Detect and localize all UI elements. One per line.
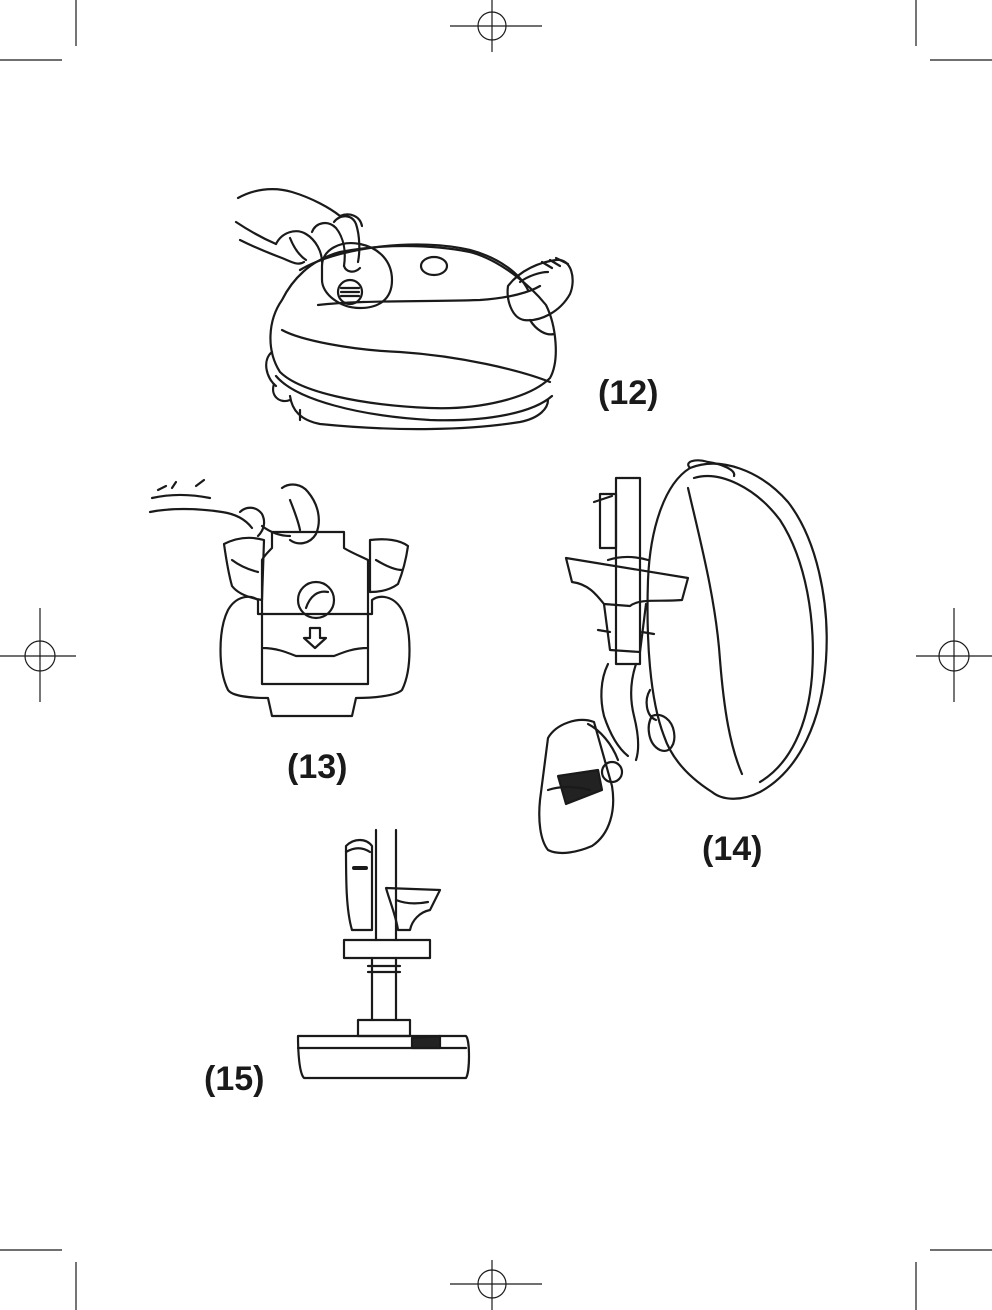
extension-tube [376,830,396,940]
figure-label-13: (13) [287,750,347,784]
figure-label-12: (12) [598,376,658,410]
figure-label-14: (14) [702,832,762,866]
floor-nozzle [298,1036,469,1078]
figure-label-15: (15) [204,1062,264,1096]
